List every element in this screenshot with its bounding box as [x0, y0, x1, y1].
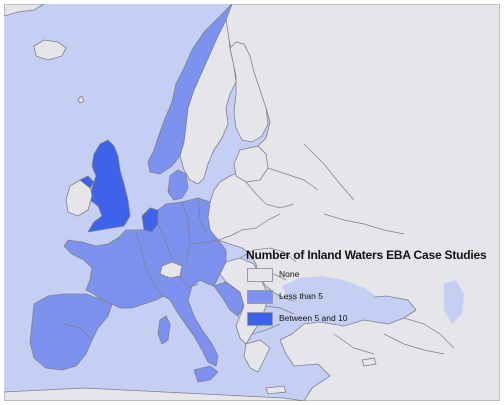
- legend-title: Number of Inland Waters EBA Case Studies: [246, 248, 487, 262]
- legend-label-none: None: [279, 269, 300, 279]
- legend-item-between-5-and-10: Between 5 and 10: [246, 309, 502, 329]
- region-crete: [265, 385, 287, 395]
- black-sea: [282, 276, 376, 302]
- region-faroe: [77, 95, 85, 104]
- legend-label-between-5-and-10: Between 5 and 10: [279, 313, 348, 323]
- region-greece: [243, 339, 271, 373]
- legend-label-less-than-5: Less than 5: [279, 291, 323, 301]
- region-cyprus: [361, 357, 377, 367]
- region-greenland: [4, 4, 45, 17]
- region-sicily: [193, 365, 219, 383]
- legend-swatch-less-than-5: [247, 290, 273, 304]
- region-denmark: [167, 169, 189, 201]
- map-frame: [4, 4, 500, 401]
- map-canvas: [4, 4, 500, 401]
- caspian-sea: [444, 280, 464, 324]
- legend-swatch-between-5-and-10: [247, 312, 273, 326]
- region-corsica-sardinia: [157, 315, 171, 345]
- region-finland: [229, 41, 269, 143]
- region-iceland: [33, 39, 67, 61]
- legend-item-none: None: [246, 265, 502, 285]
- region-western-europe: [63, 197, 227, 367]
- region-north-africa: [4, 387, 305, 401]
- legend-items: None Less than 5 Between 5 and 10: [246, 265, 502, 329]
- legend-item-less-than-5: Less than 5: [246, 287, 502, 307]
- region-northern-ireland: [79, 175, 95, 189]
- map-legend: Number of Inland Waters EBA Case Studies…: [246, 248, 502, 329]
- country-borders: [63, 143, 455, 355]
- region-baltics: [233, 145, 269, 183]
- region-united-kingdom: [87, 139, 131, 233]
- legend-swatch-none: [247, 268, 273, 282]
